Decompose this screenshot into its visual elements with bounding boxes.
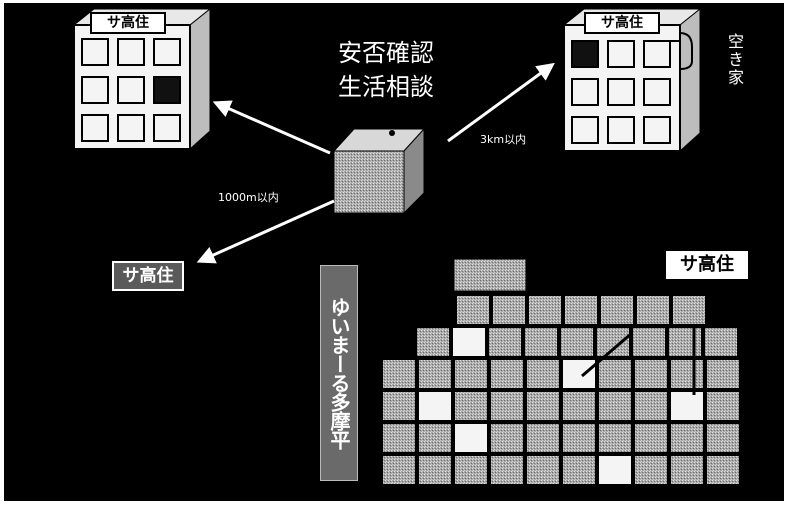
distance-right-label: 3km以内 xyxy=(480,133,527,146)
apartment-unit xyxy=(489,454,525,486)
apartment-unit xyxy=(597,454,633,486)
diagram-graphics xyxy=(72,7,741,486)
building-window xyxy=(81,38,109,66)
apartment-unit xyxy=(525,390,561,422)
building-window xyxy=(81,114,109,142)
apartment-unit xyxy=(453,358,489,390)
apartment-unit xyxy=(455,294,491,326)
apartment-unit xyxy=(597,358,633,390)
apartment-unit xyxy=(559,326,595,358)
apartment-complex xyxy=(381,258,741,486)
building-window xyxy=(153,76,181,104)
apartment-unit xyxy=(415,326,451,358)
apartment-unit xyxy=(705,390,741,422)
apartment-unit xyxy=(669,358,705,390)
apartment-unit xyxy=(491,294,527,326)
apartment-unit xyxy=(489,358,525,390)
apartment-unit xyxy=(417,422,453,454)
apartment-unit xyxy=(669,454,705,486)
apartment-unit xyxy=(669,390,705,422)
apartment-unit xyxy=(417,454,453,486)
apartment-unit xyxy=(417,358,453,390)
apartment-unit xyxy=(523,326,559,358)
apartment-unit xyxy=(633,454,669,486)
apartment-unit xyxy=(381,454,417,486)
apartment-unit xyxy=(631,326,667,358)
apartment-unit xyxy=(381,390,417,422)
apartment-unit xyxy=(597,390,633,422)
apartment-unit xyxy=(417,390,453,422)
vacancy-label: 空き家 xyxy=(725,33,744,87)
center-label-safety-check: 安否確認 xyxy=(338,39,434,67)
building-window xyxy=(571,78,599,106)
arrow-to-lower-left xyxy=(196,199,335,264)
vertical-title: ゆいまーる多摩平 xyxy=(320,265,358,481)
apartment-unit xyxy=(705,422,741,454)
building-window xyxy=(153,38,181,66)
apartment-unit xyxy=(451,326,487,358)
apartment-unit xyxy=(633,358,669,390)
building-window xyxy=(643,116,671,144)
apartment-unit xyxy=(487,326,523,358)
right-building xyxy=(562,7,702,153)
building-window xyxy=(117,114,145,142)
diagram-canvas: サ高住 サ高住 安否確認 生活相談 空き家 1000m以内 3km以内 サ高住 … xyxy=(4,3,784,501)
apartment-unit xyxy=(561,454,597,486)
apartment-unit xyxy=(597,422,633,454)
building-window xyxy=(607,78,635,106)
apartment-unit xyxy=(563,294,599,326)
left-building xyxy=(72,7,212,151)
building-window xyxy=(81,76,109,104)
center-cube xyxy=(332,127,426,215)
center-label-life-consultation: 生活相談 xyxy=(338,73,434,101)
building-window xyxy=(153,114,181,142)
apartment-unit xyxy=(489,422,525,454)
apartment-unit xyxy=(525,422,561,454)
building-window xyxy=(571,116,599,144)
arrow-to-left-building xyxy=(212,100,331,155)
apartment-unit xyxy=(705,454,741,486)
apartment-unit xyxy=(561,358,597,390)
apartment-unit xyxy=(453,422,489,454)
apartment-unit xyxy=(667,326,703,358)
apartment-unit xyxy=(705,358,741,390)
apartment-unit xyxy=(703,326,739,358)
apartment-unit xyxy=(525,454,561,486)
apartment-unit xyxy=(453,454,489,486)
apartment-unit xyxy=(525,358,561,390)
apartment-unit xyxy=(633,422,669,454)
left-tag: サ高住 xyxy=(112,261,184,291)
right-tag: サ高住 xyxy=(664,249,750,281)
apartment-unit xyxy=(453,390,489,422)
apartment-unit xyxy=(669,422,705,454)
apartment-unit xyxy=(489,390,525,422)
apartment-unit xyxy=(381,358,417,390)
apartment-unit xyxy=(561,422,597,454)
building-window xyxy=(571,40,599,68)
building-window xyxy=(117,76,145,104)
apartment-unit xyxy=(633,390,669,422)
arrow-to-right-building xyxy=(447,62,555,143)
building-window xyxy=(607,116,635,144)
apartment-unit xyxy=(595,326,631,358)
building-window xyxy=(643,40,671,68)
building-window xyxy=(117,38,145,66)
apartment-unit xyxy=(561,390,597,422)
apartment-unit xyxy=(671,294,707,326)
building-window xyxy=(607,40,635,68)
left-building-label: サ高住 xyxy=(90,12,166,34)
apartment-unit xyxy=(599,294,635,326)
right-building-label: サ高住 xyxy=(584,12,660,34)
building-window xyxy=(643,78,671,106)
apartment-unit xyxy=(635,294,671,326)
apartment-unit xyxy=(527,294,563,326)
apartment-unit xyxy=(381,422,417,454)
distance-left-label: 1000m以内 xyxy=(218,191,279,204)
